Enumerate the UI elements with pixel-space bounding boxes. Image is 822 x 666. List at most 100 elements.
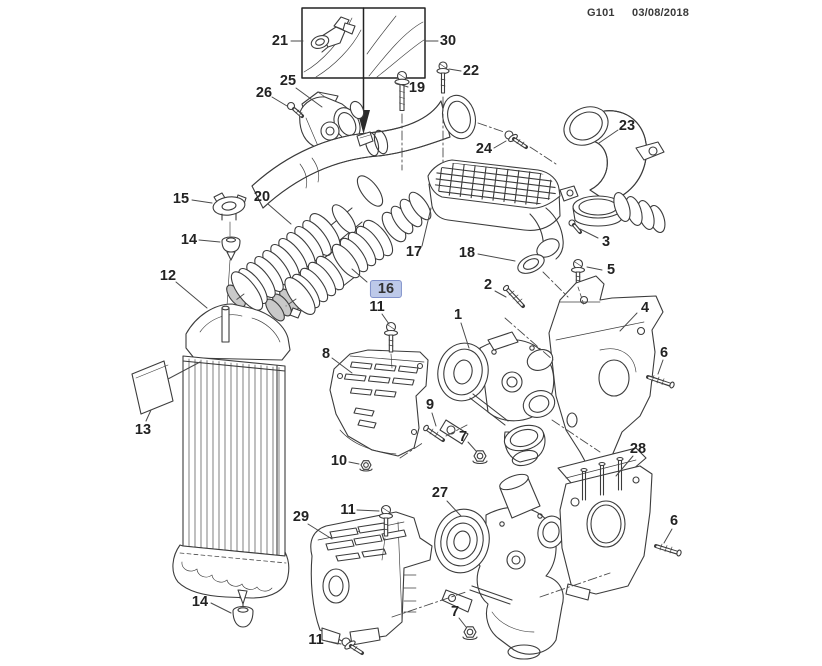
leader-line-10 bbox=[348, 461, 360, 465]
callout-3[interactable]: 3 bbox=[601, 234, 611, 250]
leader-line-2 bbox=[494, 290, 507, 298]
leader-line-7b bbox=[458, 617, 467, 628]
callout-9[interactable]: 9 bbox=[425, 397, 435, 413]
callout-22[interactable]: 22 bbox=[462, 63, 480, 79]
screw-11c bbox=[341, 637, 364, 655]
leader-line-26 bbox=[271, 96, 288, 107]
screw-26 bbox=[286, 101, 304, 118]
intake-duct-upper bbox=[251, 94, 477, 209]
callout-7b[interactable]: 7 bbox=[450, 604, 460, 620]
hose-16 bbox=[284, 219, 394, 319]
bracket-4 bbox=[548, 275, 664, 475]
leader-line-19 bbox=[395, 82, 409, 88]
leader-line-22 bbox=[448, 68, 462, 72]
leader-line-1 bbox=[460, 322, 470, 349]
leader-line-6b bbox=[663, 528, 673, 544]
leader-line-14b bbox=[210, 602, 232, 614]
leader-line-16 bbox=[351, 268, 368, 283]
grommet-14b bbox=[232, 605, 254, 628]
clip-21-drawing bbox=[310, 16, 356, 53]
stud-6a bbox=[646, 375, 675, 389]
callout-15[interactable]: 15 bbox=[172, 191, 190, 207]
bolt-5 bbox=[570, 258, 586, 286]
callout-17[interactable]: 17 bbox=[405, 244, 423, 260]
callout-19[interactable]: 19 bbox=[408, 80, 426, 96]
leader-line-13 bbox=[145, 409, 152, 422]
turbocharger-1 bbox=[437, 331, 556, 467]
callout-12[interactable]: 12 bbox=[159, 268, 177, 284]
callout-14b[interactable]: 14 bbox=[191, 594, 209, 610]
leader-line-8 bbox=[331, 357, 353, 374]
leader-line-14a bbox=[198, 239, 221, 243]
callout-5[interactable]: 5 bbox=[606, 262, 616, 278]
leader-line-28 bbox=[615, 455, 634, 477]
leader-line-27 bbox=[446, 500, 462, 517]
assembly-axis-lines bbox=[235, 96, 611, 618]
stud-2 bbox=[502, 284, 525, 308]
callout-11a[interactable]: 11 bbox=[369, 299, 385, 315]
leader-lines bbox=[145, 40, 673, 645]
leader-line-18 bbox=[477, 253, 516, 262]
turbocharger-27 bbox=[434, 473, 565, 660]
leader-line-4 bbox=[619, 312, 638, 332]
hose-20 bbox=[230, 175, 384, 311]
leader-line-23 bbox=[598, 129, 619, 144]
leader-line-6a bbox=[657, 359, 664, 375]
callout-18[interactable]: 18 bbox=[458, 245, 476, 261]
callout-27[interactable]: 27 bbox=[431, 485, 449, 501]
callout-26[interactable]: 26 bbox=[255, 85, 273, 101]
leader-line-15 bbox=[191, 199, 213, 204]
clip-15 bbox=[212, 192, 247, 221]
callout-10[interactable]: 10 bbox=[330, 453, 348, 469]
leader-line-3 bbox=[579, 228, 599, 239]
callout-13[interactable]: 13 bbox=[134, 422, 152, 438]
callout-14a[interactable]: 14 bbox=[180, 232, 198, 248]
callout-7a[interactable]: 7 bbox=[458, 429, 468, 445]
callout-16[interactable]: 16 bbox=[369, 280, 403, 298]
callout-24[interactable]: 24 bbox=[475, 141, 493, 157]
callout-6a[interactable]: 6 bbox=[659, 345, 669, 361]
callout-20[interactable]: 20 bbox=[253, 189, 271, 205]
stud-6b bbox=[654, 543, 682, 557]
doc-code: G101 bbox=[587, 7, 615, 19]
callout-21[interactable]: 21 bbox=[271, 33, 289, 49]
callout-30[interactable]: 30 bbox=[439, 33, 457, 49]
callout-2[interactable]: 2 bbox=[483, 277, 493, 293]
leader-line-9 bbox=[431, 412, 437, 427]
callout-28[interactable]: 28 bbox=[629, 441, 647, 457]
leader-line-24 bbox=[493, 140, 507, 149]
callout-6b[interactable]: 6 bbox=[669, 513, 679, 529]
nut-7b bbox=[462, 626, 478, 641]
bracket-28 bbox=[557, 447, 653, 601]
bolt-3 bbox=[568, 219, 582, 234]
stud-9 bbox=[423, 424, 445, 442]
callout-25[interactable]: 25 bbox=[279, 73, 297, 89]
detail-inset-box bbox=[301, 7, 426, 79]
callout-11c[interactable]: 11 bbox=[308, 632, 324, 648]
leader-line-29 bbox=[307, 523, 333, 540]
leader-line-17 bbox=[421, 207, 432, 247]
callout-4[interactable]: 4 bbox=[640, 300, 650, 316]
gasket-18 bbox=[517, 254, 545, 274]
leader-line-11a bbox=[381, 313, 390, 325]
leader-line-11b bbox=[356, 509, 380, 512]
callout-29[interactable]: 29 bbox=[292, 509, 310, 525]
bracket-28-studs bbox=[580, 456, 624, 501]
leader-line-20 bbox=[267, 203, 292, 225]
intercooler-12 bbox=[172, 269, 306, 608]
nut-7a bbox=[472, 450, 488, 465]
grommet-14a bbox=[221, 221, 241, 307]
elbow-duct-23 bbox=[559, 106, 666, 234]
leader-line-12 bbox=[175, 281, 208, 309]
screw-24 bbox=[504, 130, 528, 149]
heat-shield-8 bbox=[329, 349, 429, 457]
callout-11b[interactable]: 11 bbox=[340, 502, 356, 518]
heat-shield-29 bbox=[310, 511, 433, 646]
leader-line-7a bbox=[467, 441, 477, 452]
callout-1[interactable]: 1 bbox=[453, 307, 463, 323]
screw-22 bbox=[436, 61, 450, 94]
callout-8[interactable]: 8 bbox=[321, 346, 331, 362]
callout-23[interactable]: 23 bbox=[618, 118, 636, 134]
